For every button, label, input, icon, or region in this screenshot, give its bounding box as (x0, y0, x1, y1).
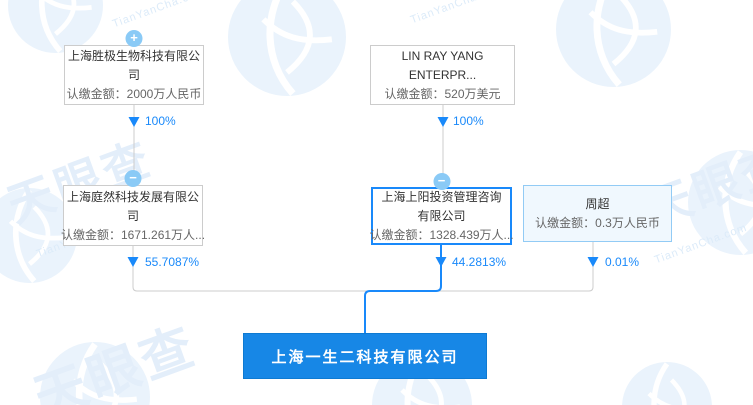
percent-label-shangyang: 44.2813% (452, 255, 507, 269)
target-company-name: 上海一生二科技有限公司 (271, 348, 459, 366)
node-tingran-tech-company[interactable]: − 上海庭然科技发展有限公司 认缴金额：1671.261万人... (61, 170, 205, 246)
percent-label-tingran: 55.7087% (145, 255, 200, 269)
capital-label: 认缴金额： (535, 216, 596, 230)
node-zhouchao-person[interactable]: 周超 认缴金额：0.3万人民币 (523, 185, 672, 242)
company-name: 上海胜极生物科技有限公司 (68, 49, 201, 82)
capital-label: 认缴金额： (60, 227, 121, 242)
capital-label: 认缴金额： (384, 87, 445, 101)
subscribed-capital: 认缴金额：0.3万人民币 (533, 214, 662, 232)
capital-label: 认缴金额： (66, 87, 127, 101)
capital-label: 认缴金额： (369, 228, 430, 242)
percent-label-shengji: 100% (145, 114, 176, 128)
capital-value: 0.3万人民币 (595, 216, 660, 230)
company-name: LIN RAY YANG ENTERPR... (401, 49, 484, 82)
subscribed-capital: 认缴金额：1328.439万人... (367, 226, 515, 244)
percent-label-zhouchao: 0.01% (605, 255, 640, 269)
node-shangyang-investment-company[interactable]: − 上海上阳投资管理咨询有限公司 认缴金额：1328.439万人... (369, 173, 514, 245)
collapse-minus-icon[interactable]: − (124, 170, 142, 187)
subscribed-capital: 认缴金额：520万美元 (382, 85, 502, 103)
capital-value: 2000万人民币 (126, 87, 202, 101)
node-linrayyang-enterprise[interactable]: LIN RAY YANG ENTERPR... 认缴金额：520万美元 (370, 45, 515, 105)
person-name: 周超 (585, 197, 610, 211)
subscribed-capital: 认缴金额：1671.261万人... (59, 226, 207, 244)
company-name: 上海上阳投资管理咨询有限公司 (381, 190, 502, 223)
subscribed-capital: 认缴金额：2000万人民币 (65, 85, 204, 103)
node-target-company[interactable]: 上海一生二科技有限公司 (243, 333, 487, 379)
capital-value: 520万美元 (444, 87, 501, 101)
capital-value: 1328.439万人... (429, 228, 514, 242)
collapse-minus-icon[interactable]: − (433, 173, 450, 190)
company-name: 上海庭然科技发展有限公司 (67, 189, 200, 223)
node-shengji-bio-company[interactable]: + 上海胜极生物科技有限公司 认缴金额：2000万人民币 (64, 30, 204, 105)
capital-value: 1671.261万人... (120, 227, 206, 242)
percent-label-linray: 100% (453, 114, 484, 128)
expand-plus-icon[interactable]: + (125, 30, 143, 47)
